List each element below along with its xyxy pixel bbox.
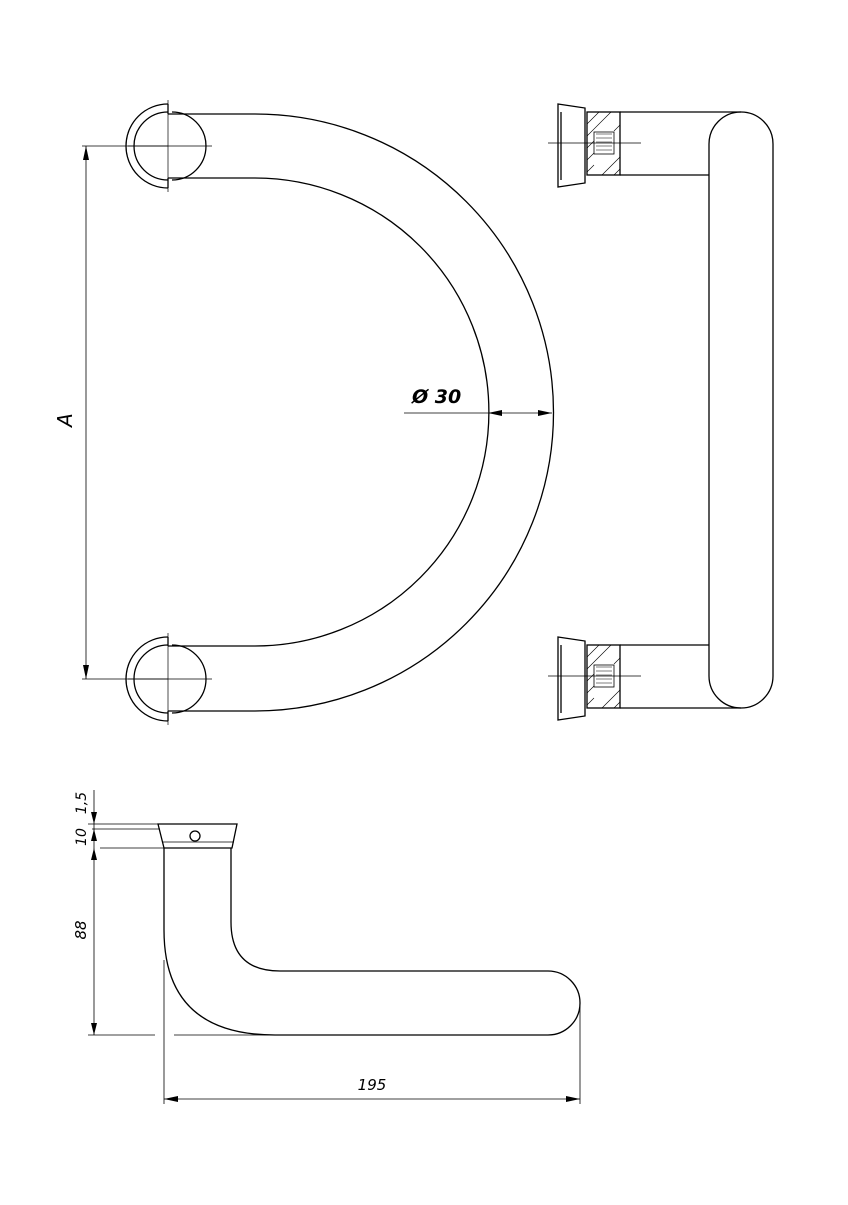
grip-bar [708, 111, 774, 709]
diameter-label: Ø 30 [411, 386, 461, 408]
dimension-a-label: A [53, 413, 77, 429]
flange-dimension-label: 1,5 [74, 792, 90, 814]
set-screw-hole [189, 830, 201, 842]
projection-dimension: 195 [163, 960, 581, 1104]
diameter-dimension: Ø 30 [404, 386, 552, 416]
handle-outer-contour [168, 113, 555, 712]
lever-outer-contour [163, 848, 581, 1036]
front-view: A Ø 30 [53, 100, 555, 725]
base-height-label: 10 [74, 828, 90, 846]
dimension-a: A [53, 145, 168, 680]
handle-inner-contour [168, 177, 490, 647]
side-view [548, 103, 774, 721]
drop-height-label: 88 [72, 920, 90, 939]
base-rosette [157, 823, 238, 849]
projection-label: 195 [358, 1076, 387, 1094]
height-dimensions: 1,5 10 88 [72, 790, 280, 1036]
plan-view: 1,5 10 88 195 [72, 790, 581, 1104]
bottom-connector [548, 636, 741, 721]
top-connector [548, 103, 741, 188]
